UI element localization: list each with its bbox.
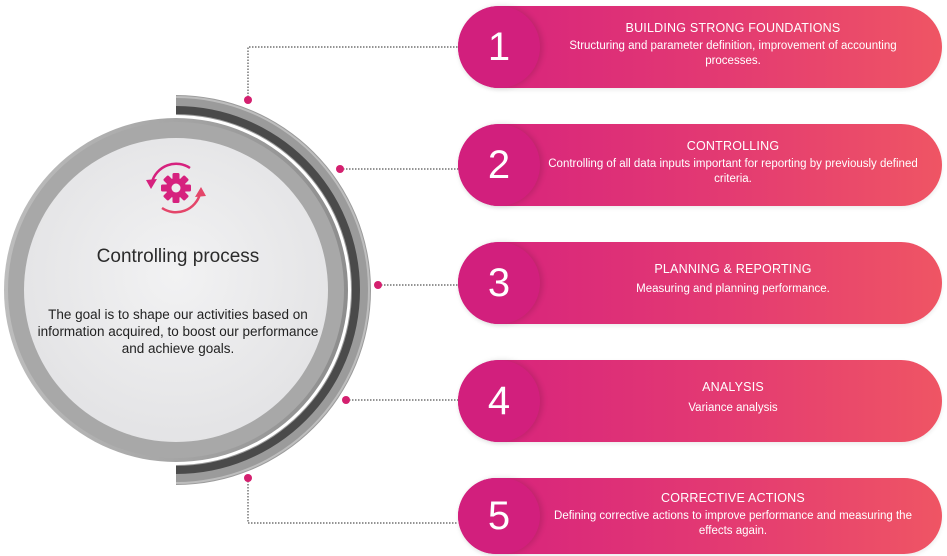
- connector-lines: [247, 46, 458, 524]
- step-description: Measuring and planning performance.: [636, 283, 830, 295]
- connector-dot-4: [342, 396, 350, 404]
- step-title: CONTROLLING: [686, 139, 780, 153]
- step-description: Variance analysis: [688, 402, 778, 414]
- outer-arc: [176, 95, 371, 485]
- step-description: Defining corrective actions to improve p…: [554, 510, 912, 537]
- circle-description: The goal is to shape our activities base…: [37, 307, 319, 356]
- step-number: 1: [458, 6, 540, 88]
- step-3: 3 PLANNING & REPORTING Measuring and pla…: [458, 242, 942, 324]
- step-number: 2: [458, 124, 540, 206]
- circle-title: Controlling process: [96, 246, 260, 267]
- connector-5: [247, 478, 458, 524]
- gear-cycle-icon: [146, 162, 206, 214]
- connector-dot-2: [336, 165, 344, 173]
- step-1: 1 BUILDING STRONG FOUNDATIONS Structurin…: [458, 6, 942, 88]
- connector-dot-5: [244, 474, 252, 482]
- step-title: CORRECTIVE ACTIONS: [661, 491, 805, 505]
- step-2: 2 CONTROLLING Controlling of all data in…: [458, 124, 942, 206]
- step-number: 4: [458, 360, 540, 442]
- step-description: Structuring and parameter definition, im…: [569, 40, 897, 67]
- main-circle: [4, 118, 348, 462]
- step-description: Controlling of all data inputs important…: [548, 158, 918, 185]
- step-5: 5 CORRECTIVE ACTIONS Defining corrective…: [458, 478, 942, 554]
- step-title: BUILDING STRONG FOUNDATIONS: [625, 21, 841, 35]
- connector-dot-1: [244, 96, 252, 104]
- connector-dot-3: [374, 281, 382, 289]
- step-title: ANALYSIS: [702, 380, 764, 394]
- step-title: PLANNING & REPORTING: [654, 262, 812, 276]
- step-4: 4 ANALYSIS Variance analysis: [458, 360, 942, 442]
- step-number: 5: [458, 478, 540, 554]
- step-number: 3: [458, 242, 540, 324]
- connector-1: [247, 46, 458, 100]
- connector-dots: [244, 96, 382, 482]
